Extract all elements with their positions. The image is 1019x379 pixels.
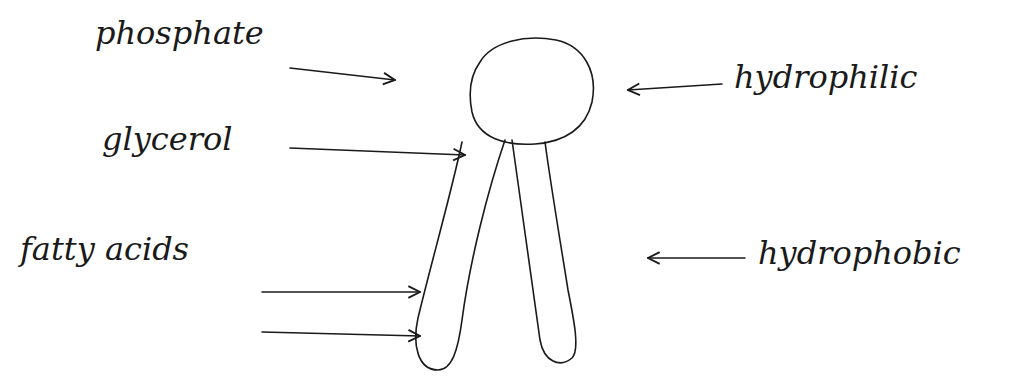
leader-arrow xyxy=(262,291,420,293)
fatty-acid-tail xyxy=(512,140,576,363)
property-label: hydrophilic xyxy=(734,60,917,95)
part-label: glycerol xyxy=(102,122,232,157)
part-label: phosphate xyxy=(95,16,264,51)
part-label: fatty acids xyxy=(20,232,189,267)
property-label: hydrophobic xyxy=(758,236,961,271)
leader-arrow xyxy=(648,257,745,259)
leader-arrow xyxy=(628,84,722,90)
leader-arrow xyxy=(290,148,465,155)
phosphate-head xyxy=(470,38,593,144)
leader-arrow xyxy=(290,68,395,80)
leader-arrow xyxy=(262,332,420,336)
fatty-acid-tail xyxy=(416,140,505,370)
